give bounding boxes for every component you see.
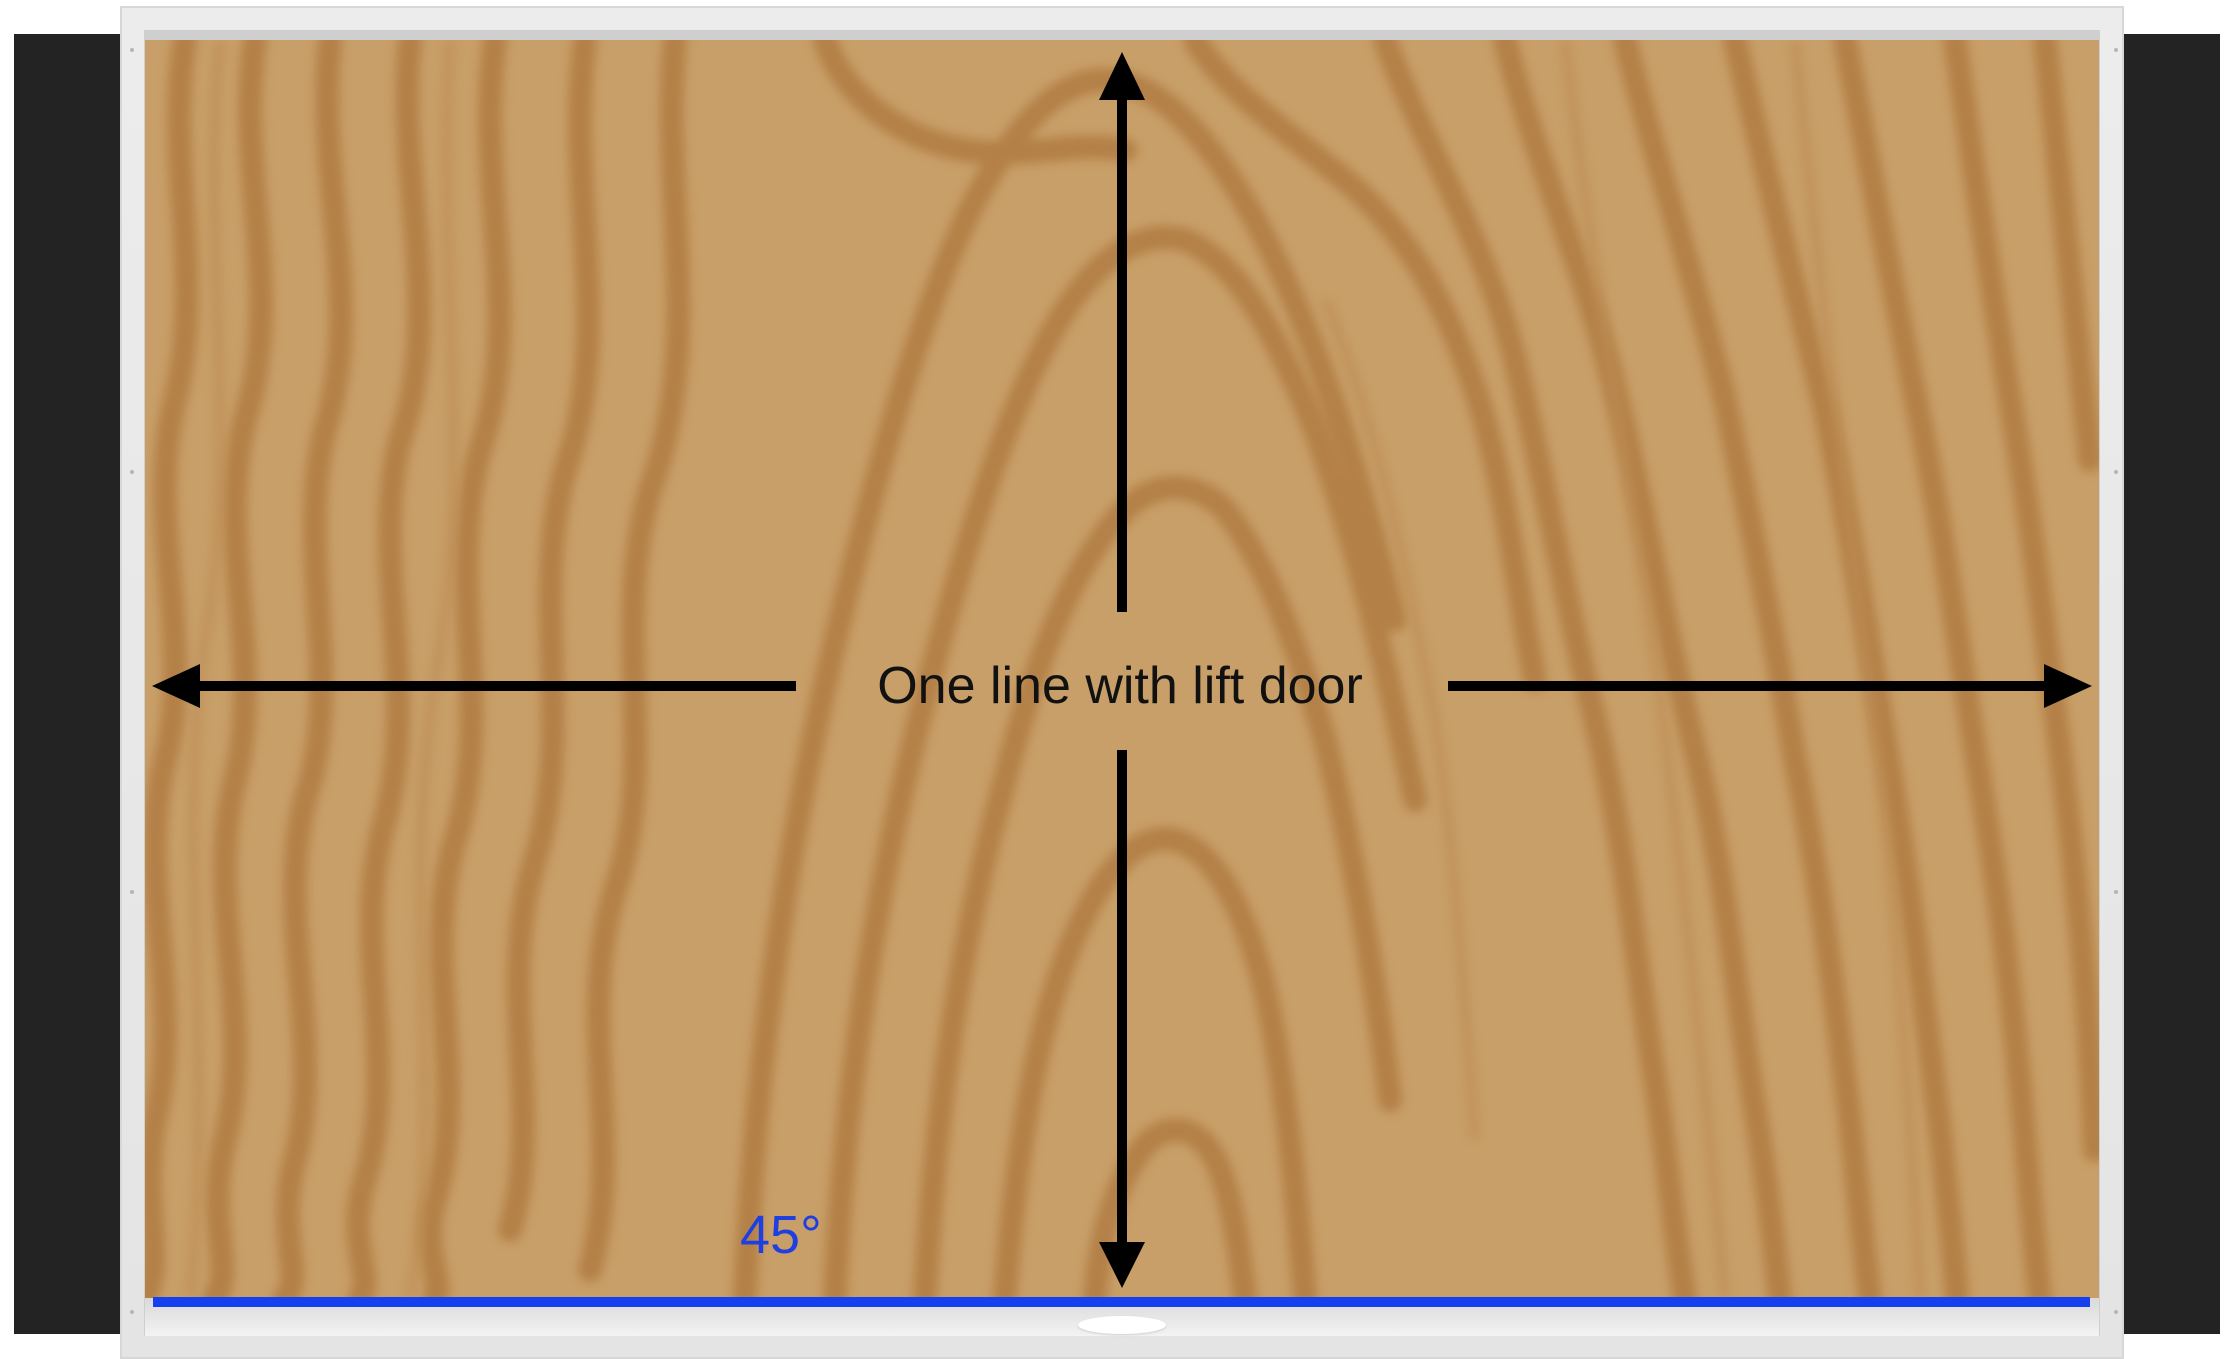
arrow-up-head: [1099, 52, 1145, 100]
screw: [2114, 48, 2118, 52]
left-black-panel: [14, 34, 120, 1334]
screw: [130, 1310, 134, 1314]
arrow-left-head: [152, 664, 200, 708]
screw: [130, 48, 134, 52]
diagram-label: One line with lift door: [877, 657, 1363, 715]
arrow-right-head: [2044, 664, 2092, 708]
screw: [2114, 470, 2118, 474]
arrow-down-head: [1099, 1242, 1145, 1288]
screw: [2114, 1310, 2118, 1314]
screw: [130, 470, 134, 474]
right-black-panel: [2124, 34, 2220, 1334]
screw: [2114, 890, 2118, 894]
screw: [130, 890, 134, 894]
angle-label: 45°: [740, 1205, 822, 1265]
door-handle[interactable]: [1078, 1316, 1166, 1334]
